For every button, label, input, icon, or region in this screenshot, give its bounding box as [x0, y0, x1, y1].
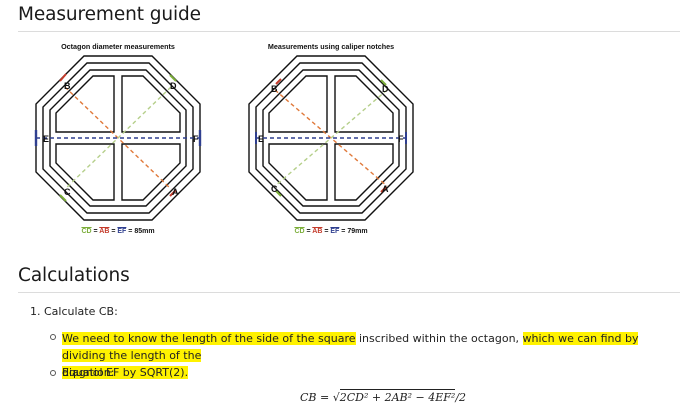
caption-cd: CD — [294, 228, 305, 235]
highlight-1: We need to know the length of the side o… — [62, 332, 356, 345]
octagon-diagram: B D E F C A — [248, 55, 414, 221]
calc-item-1: 1. Calculate CB: — [30, 305, 118, 318]
figure-octagon-diameter: Octagon diameter measurements B D E F C … — [18, 42, 218, 254]
calc-bullet-2: Equation: — [62, 366, 115, 379]
heading-measurement-guide: Measurement guide — [18, 4, 201, 25]
figure-caliper-notches: Measurements using caliper notches B D E… — [231, 42, 431, 254]
octagon-diagram: B D E F C A — [34, 55, 202, 221]
calc-bullet-1: We need to know the length of the side o… — [62, 330, 682, 381]
figure-title: Measurements using caliper notches — [267, 42, 395, 51]
calc-item-title: Calculate CB: — [44, 305, 118, 318]
caption-ab: AB — [312, 228, 323, 235]
figure-caption: CD = AB = EF = 79mm — [294, 228, 368, 235]
label-b: B — [271, 84, 278, 94]
label-e: E — [258, 134, 264, 144]
equation: CB = √2CD² + 2AB² − 4EF²/2 — [300, 389, 467, 404]
caption-cd: CD — [81, 228, 92, 235]
bullet-icon — [50, 334, 56, 340]
heading-rule — [18, 292, 680, 293]
label-e: E — [43, 134, 49, 144]
label-c: C — [64, 187, 71, 197]
highlight-2b: diagnol EF by SQRT(2). — [62, 366, 189, 379]
sqrt-icon: √ — [332, 391, 340, 404]
caption-ef: EF — [330, 228, 340, 235]
eq-radicand: 2CD² + 2AB² − 4EF² — [339, 389, 456, 404]
bullet-text: inscribed within the octagon, — [355, 332, 523, 345]
label-d: D — [170, 81, 177, 91]
label-d: D — [382, 84, 389, 94]
bullet-icon — [50, 370, 56, 376]
figure-title: Octagon diameter measurements — [61, 42, 175, 51]
eq-tail: /2 — [455, 391, 467, 404]
label-a: A — [172, 187, 179, 197]
caption-ef: EF — [117, 228, 127, 235]
label-c: C — [271, 184, 278, 194]
list-number: 1. — [30, 305, 41, 318]
eq-lhs: CB = — [300, 391, 333, 404]
label-f: F — [398, 134, 404, 144]
caption-value: 85mm — [134, 228, 155, 235]
label-b: B — [64, 81, 71, 91]
label-f: F — [193, 134, 199, 144]
caption-value: 79mm — [347, 228, 368, 235]
caption-ab: AB — [99, 228, 110, 235]
label-a: A — [382, 184, 389, 194]
heading-rule — [18, 31, 680, 32]
heading-calculations: Calculations — [18, 265, 130, 286]
figure-caption: CD = AB = EF = 85mm — [81, 228, 155, 235]
